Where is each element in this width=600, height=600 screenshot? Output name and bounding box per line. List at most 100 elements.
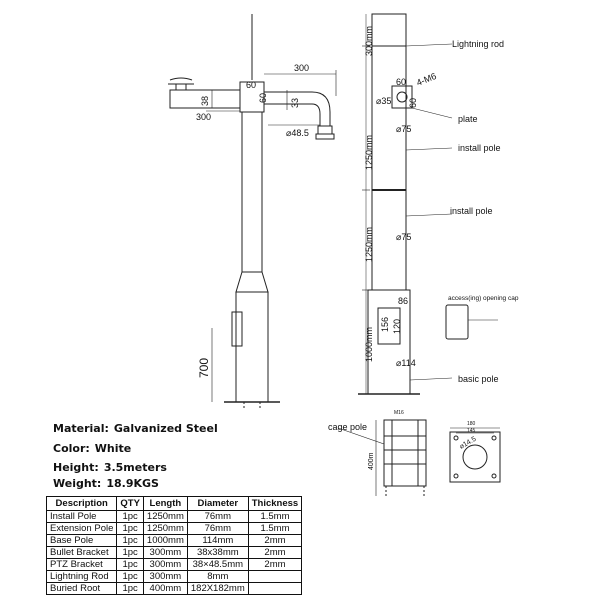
spec-weight-value: 18.9KGS — [106, 477, 159, 490]
table-cell: Extension Pole — [45, 522, 118, 535]
dim-bracket-width: 60 — [246, 80, 256, 90]
table-row: Base Pole 1pc 1000mm 114mm 2mm — [45, 534, 303, 547]
table-cell: 1pc — [116, 546, 144, 559]
front-upper-pole — [241, 111, 263, 273]
table-cell: 2mm — [247, 558, 303, 571]
callout-plate: plate — [458, 114, 478, 124]
dim-left-arm-length: 300 — [196, 112, 211, 122]
table-cell: 182X182mm — [186, 582, 249, 595]
col-thickness: Thickness — [247, 496, 303, 511]
side-plate-hole — [396, 91, 408, 103]
side-plate — [391, 85, 413, 109]
front-pole-transition — [235, 271, 269, 293]
table-row: Extension Pole 1pc 1250mm 76mm 1.5mm — [45, 522, 303, 535]
table-cell: 1.5mm — [247, 510, 303, 523]
dim-plate-diameter: ⌀35 — [376, 96, 391, 106]
table-cell — [247, 582, 303, 595]
table-cell: Install Pole — [45, 510, 118, 523]
table-header-row: Description QTY Length Diameter Thicknes… — [45, 496, 303, 511]
dim-plate-inner: 145 — [467, 428, 476, 434]
table-cell: 8mm — [186, 570, 249, 583]
callout-cage-pole: cage pole — [328, 422, 367, 432]
front-ptz-mount — [317, 125, 333, 135]
dim-install-dia-1: ⌀75 — [396, 124, 411, 134]
table-cell: PTZ Bracket — [45, 558, 118, 571]
col-qty: QTY — [116, 496, 144, 511]
table-cell: 38x38mm — [186, 546, 249, 559]
spec-weight-label: Weight: — [53, 477, 102, 490]
dim-base-pole-length: 1000mm — [364, 327, 374, 362]
table-row: Lightning Rod 1pc 300mm 8mm — [45, 570, 303, 583]
table-cell: 1pc — [116, 534, 144, 547]
dim-plate-height: 60 — [408, 98, 418, 108]
table-cell: 1000mm — [142, 534, 188, 547]
table-cell: 300mm — [142, 546, 188, 559]
side-access-door — [377, 307, 401, 345]
dim-extension-pole-length: 1250mm — [364, 227, 374, 262]
dim-arm-length: 300 — [294, 63, 309, 73]
spec-material: Material: Galvanized Steel — [53, 422, 218, 435]
table-cell: 1.5mm — [247, 522, 303, 535]
table-cell: 300mm — [142, 558, 188, 571]
callout-install-pole-2: install pole — [450, 206, 493, 216]
table-cell: 1pc — [116, 510, 144, 523]
table-cell: 76mm — [186, 510, 249, 523]
dim-bracket-height: 33 — [290, 98, 300, 108]
table-cell: 1250mm — [142, 510, 188, 523]
table-cell: 1250mm — [142, 522, 188, 535]
front-ptz-arm-curve — [311, 91, 331, 126]
table-cell: 38×48.5mm — [186, 558, 249, 571]
side-lightning-rod — [371, 13, 407, 47]
callout-access-cap: access(ing) opening cap — [448, 295, 519, 302]
table-cell: Base Pole — [45, 534, 118, 547]
dim-bolt: 4-M6 — [415, 71, 438, 88]
spec-color: Color:White — [53, 442, 131, 455]
dim-door-height-inner: 120 — [392, 319, 402, 334]
dim-pole-width: 60 — [258, 93, 268, 103]
spec-material-value: Galvanized Steel — [113, 422, 218, 435]
parts-table: Description QTY Length Diameter Thicknes… — [45, 496, 303, 595]
spec-height-value: 3.5meters — [103, 461, 167, 474]
spec-height-label: Height: — [53, 461, 99, 474]
table-cell: 1pc — [116, 558, 144, 571]
access-cap-detail — [445, 304, 469, 340]
table-cell: 300mm — [142, 570, 188, 583]
dim-cage-height: 400m — [368, 452, 375, 470]
callout-basic-pole: basic pole — [458, 374, 499, 384]
dim-door-height-outer: 156 — [380, 317, 390, 332]
dim-plate-width: 60 — [396, 77, 406, 87]
table-cell: 2mm — [247, 534, 303, 547]
col-diameter: Diameter — [186, 496, 249, 511]
dim-install-pole-length: 1250mm — [364, 135, 374, 170]
spec-color-value: White — [94, 442, 132, 455]
table-cell: 1pc — [116, 570, 144, 583]
table-cell: Bullet Bracket — [45, 546, 118, 559]
spec-material-label: Material: — [53, 422, 109, 435]
table-row: PTZ Bracket 1pc 300mm 38×48.5mm 2mm — [45, 558, 303, 571]
dim-plate-outer: 180 — [467, 421, 476, 427]
cage-plate-center — [462, 444, 488, 470]
dim-base-height: 700 — [197, 358, 211, 378]
table-cell: 400mm — [142, 582, 188, 595]
side-install-pole — [371, 45, 407, 191]
dim-left-arm-height: 38 — [200, 96, 210, 106]
table-cell: Buried Root — [45, 582, 118, 595]
spec-height: Height: 3.5meters — [53, 461, 167, 474]
dim-install-dia-2: ⌀75 — [396, 232, 411, 242]
table-cell: Lightning Rod — [45, 570, 118, 583]
dim-lightning-rod-length: 300mm — [364, 26, 374, 56]
callout-lightning-rod: Lightning rod — [452, 39, 504, 49]
cage-base-plate — [449, 431, 501, 483]
spec-weight: Weight: 18.9KGS — [53, 477, 159, 490]
table-cell: 114mm — [186, 534, 249, 547]
front-base-pole — [235, 291, 269, 403]
table-row: Install Pole 1pc 1250mm 76mm 1.5mm — [45, 510, 303, 523]
table-cell — [247, 570, 303, 583]
table-row: Buried Root 1pc 400mm 182X182mm — [45, 582, 303, 595]
table-cell: 2mm — [247, 546, 303, 559]
dim-cage-top-width: M16 — [394, 410, 404, 416]
table-row: Bullet Bracket 1pc 300mm 38x38mm 2mm — [45, 546, 303, 559]
col-description: Description — [45, 496, 118, 511]
table-cell: 1pc — [116, 582, 144, 595]
